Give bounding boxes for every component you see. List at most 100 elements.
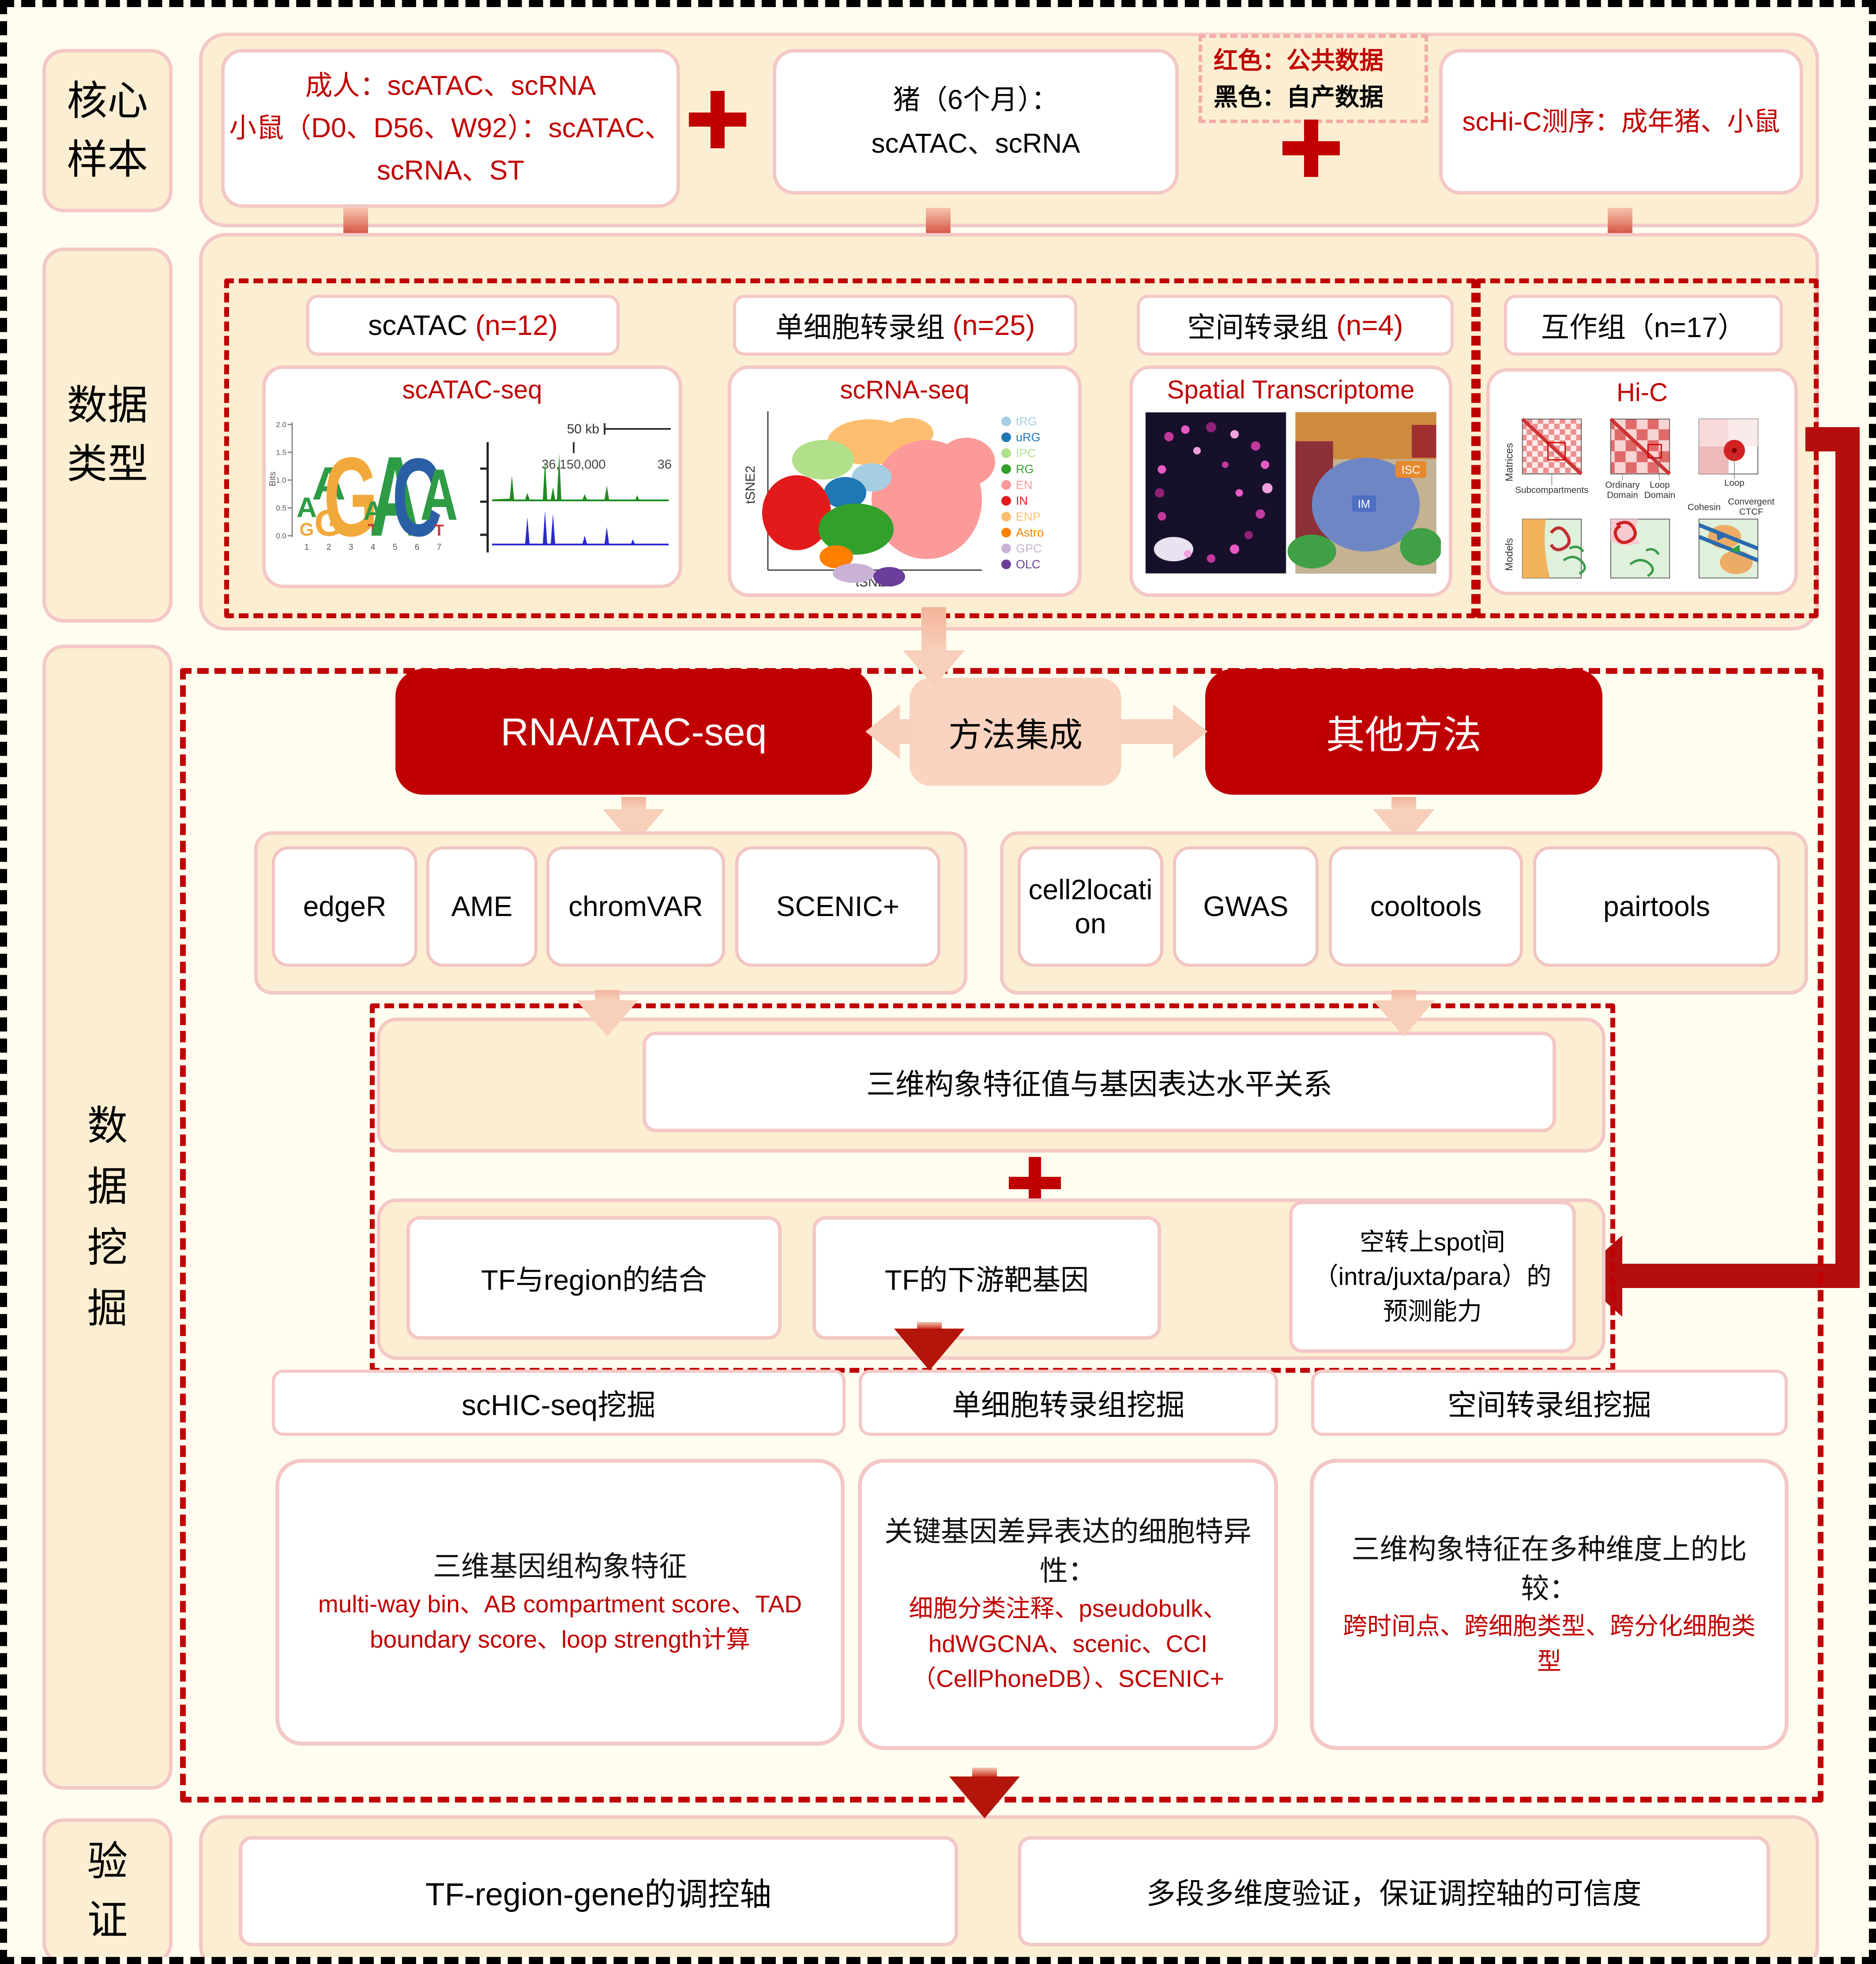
- data-types-dashed-frame: [224, 278, 1476, 618]
- arrow-left-icon: [865, 704, 912, 759]
- svg-text:50 kb: 50 kb: [567, 422, 599, 436]
- svg-text:A: A: [363, 496, 382, 526]
- svg-text:ENP: ENP: [1016, 510, 1041, 523]
- svg-text:A: A: [369, 433, 421, 560]
- arrow-right-icon: [1119, 704, 1207, 759]
- sample-box-pig-text: 猪（6个月）： scATAC、scRNA: [871, 84, 1080, 159]
- scatac-count: (n=12): [475, 309, 558, 341]
- section-label-validation-text: 验 证: [87, 1839, 128, 1943]
- validation-multi-text: 多段多维度验证，保证调控轴的可信度: [1146, 1877, 1642, 1910]
- tool-ame: AME: [426, 846, 538, 967]
- svg-text:6: 6: [415, 543, 420, 552]
- spatial-figure-box: Spatial Transcriptome: [1129, 365, 1452, 597]
- tool-chromvar: chromVAR: [546, 846, 725, 967]
- arrow-down-icon: [1368, 990, 1439, 1036]
- svg-text:1.5: 1.5: [276, 448, 286, 457]
- mining-schic-main: 三维基因组构象特征: [433, 1551, 687, 1583]
- color-legend: 红色：公共数据 黑色：自产数据: [1199, 34, 1428, 123]
- mining-spatial-detail: 跨时间点、跨细胞类型、跨分化细胞类型: [1342, 1612, 1756, 1675]
- svg-text:Models: Models: [1504, 538, 1515, 571]
- tool-chromvar-label: chromVAR: [568, 890, 703, 923]
- svg-text:36: 36: [658, 458, 672, 472]
- tool-scenicplus: SCENIC+: [735, 846, 940, 967]
- method-integration-box: 方法集成: [910, 678, 1121, 786]
- mining-spatial-main: 三维构象特征在多种维度上的比较：: [1351, 1533, 1747, 1605]
- tf-target-box: TF的下游靶基因: [812, 1216, 1161, 1340]
- spot-prediction-box-text: 空转上spot间（intra/juxta/para）的预测能力: [1313, 1228, 1552, 1325]
- svg-text:2: 2: [327, 543, 331, 552]
- mining-scrna-detail: 细胞分类注释、pseudobulk、hdWGCNA、scenic、CCI（Cel…: [909, 1594, 1227, 1693]
- mining-header-schic-text: scHIC-seq挖掘: [461, 1389, 656, 1421]
- arrow-down-icon: [572, 990, 643, 1036]
- mining-schic-detail: multi-way bin、AB compartment score、TAD b…: [318, 1590, 802, 1653]
- section-label-core-samples-text: 核心 样本: [67, 78, 148, 182]
- tf-target-box-text: TF的下游靶基因: [884, 1264, 1089, 1296]
- svg-text:Matrices: Matrices: [1504, 443, 1515, 481]
- svg-text:5: 5: [393, 543, 398, 552]
- arrow-down-icon: [949, 1768, 1020, 1818]
- svg-text:uRG: uRG: [1016, 431, 1041, 444]
- panel-title-interactome: 互作组（n=17）: [1504, 295, 1783, 356]
- mining-content-spatial: 三维构象特征在多种维度上的比较： 跨时间点、跨细胞类型、跨分化细胞类型: [1310, 1459, 1789, 1750]
- plus-icon: [689, 91, 746, 148]
- svg-text:OLC: OLC: [1016, 558, 1041, 571]
- hic-fig-title: Hi-C: [1617, 378, 1668, 407]
- sample-box-adult-mouse: 成人：scATAC、scRNA 小鼠（D0、D56、W92）：scATAC、 s…: [221, 49, 680, 208]
- scatac-motif-figure: 2.0 1.5 1.0 0.5 0.0 Bits G A G A G T A A…: [269, 421, 458, 560]
- svg-text:A: A: [420, 454, 458, 536]
- tsne-figure: tSNE2 tSNE1 tRG uRG IPC RG: [743, 411, 1044, 590]
- tool-pairtools: pairtools: [1533, 846, 1780, 967]
- svg-text:tSNE2: tSNE2: [743, 466, 758, 504]
- interactome-title: 互作组（n=17）: [1541, 312, 1746, 343]
- svg-text:0.5: 0.5: [276, 504, 286, 512]
- scrna-fig-title: scRNA-seq: [840, 376, 970, 404]
- spot-prediction-box: 空转上spot间（intra/juxta/para）的预测能力: [1289, 1201, 1576, 1353]
- tool-gwas-label: GWAS: [1203, 890, 1289, 923]
- section-label-data-mining-text: 数 据 挖 掘: [87, 1103, 128, 1331]
- scatac-fig-title: scATAC-seq: [402, 376, 542, 404]
- validation-multi-box: 多段多维度验证，保证调控轴的可信度: [1018, 1836, 1770, 1946]
- svg-text:0.0: 0.0: [276, 532, 286, 540]
- mining-content-scrna: 关键基因差异表达的细胞特异性： 细胞分类注释、pseudobulk、hdWGCN…: [858, 1459, 1278, 1750]
- svg-text:GPC: GPC: [1016, 542, 1042, 555]
- scrna-title: 单细胞转录组: [775, 312, 945, 343]
- svg-text:C: C: [392, 436, 442, 560]
- tool-cooltools-label: cooltools: [1370, 890, 1482, 923]
- legend-red-entry: 红色：公共数据: [1214, 47, 1384, 74]
- tool-gwas: GWAS: [1173, 846, 1319, 967]
- svg-text:1: 1: [305, 543, 309, 552]
- svg-text:T: T: [368, 521, 378, 540]
- spatial-count: (n=4): [1336, 309, 1403, 341]
- tool-cooltools: cooltools: [1329, 846, 1523, 967]
- scrna-figure-box: scRNA-seq tSNE2 tSNE1 tRG: [728, 365, 1082, 597]
- mining-header-spatial: 空间转录组挖掘: [1311, 1370, 1788, 1436]
- svg-text:Loop: Loop: [1650, 480, 1669, 490]
- svg-text:A: A: [312, 458, 346, 510]
- tool-cell2location-label: cell2location: [1028, 873, 1153, 939]
- tool-edger: edgeR: [272, 846, 417, 967]
- tool-scenicplus-label: SCENIC+: [776, 890, 900, 923]
- svg-text:36,150,000: 36,150,000: [541, 458, 605, 472]
- scrna-count: (n=25): [952, 309, 1035, 341]
- panel-title-scatac: scATAC (n=12): [306, 295, 620, 356]
- tf-region-box: TF与region的结合: [406, 1216, 782, 1340]
- svg-text:IN: IN: [1016, 494, 1028, 507]
- svg-text:tRG: tRG: [1016, 415, 1037, 428]
- svg-text:1.0: 1.0: [276, 476, 286, 484]
- section-label-core-samples: 核心 样本: [42, 49, 173, 212]
- hic-connector-vertical: [1835, 427, 1860, 1288]
- svg-text:4: 4: [371, 543, 376, 552]
- mining-header-spatial-text: 空间转录组挖掘: [1447, 1389, 1651, 1421]
- section-label-data-types-text: 数据 类型: [67, 383, 148, 487]
- arrow-down-icon: [894, 1322, 965, 1371]
- validation-axis-text: TF-region-gene的调控轴: [425, 1877, 772, 1912]
- svg-text:G: G: [324, 434, 378, 560]
- svg-text:Cohesin: Cohesin: [1688, 502, 1721, 512]
- validation-axis-box: TF-region-gene的调控轴: [239, 1836, 958, 1946]
- sample-box-schic: scHi-C测序：成年猪、小鼠: [1439, 49, 1803, 195]
- section-label-validation: 验 证: [42, 1818, 173, 1957]
- tool-cell2location: cell2location: [1018, 846, 1163, 967]
- scatac-title: scATAC: [368, 309, 468, 341]
- plus-icon: [1282, 120, 1340, 177]
